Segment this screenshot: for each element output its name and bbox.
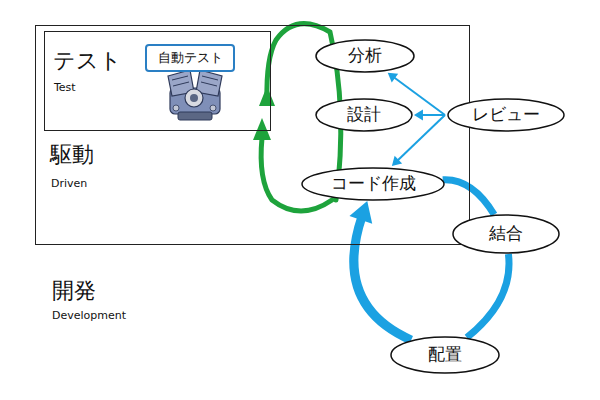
- arrowhead: [392, 156, 402, 166]
- process-ellipse: コード作成: [301, 167, 445, 201]
- process-ellipse: 配置: [390, 336, 500, 374]
- ellipse-shape: [302, 168, 444, 200]
- process-ellipse: 結合: [452, 214, 560, 254]
- connector: [349, 201, 411, 340]
- engine-illustration: [168, 70, 222, 120]
- ellipse-shape: [316, 99, 412, 131]
- group-box: テスト Test 自動テスト: [44, 31, 271, 131]
- arrowhead: [349, 201, 372, 224]
- cycle-arrowhead: [253, 118, 271, 140]
- process-ellipse: 分析: [315, 39, 415, 73]
- ellipse-shape: [453, 215, 559, 253]
- process-ellipse: レビュー: [447, 98, 565, 132]
- tag-box: 自動テスト: [145, 44, 235, 72]
- connector-line: [467, 254, 509, 338]
- node-label: 設計: [347, 105, 381, 125]
- connector-line: [443, 180, 494, 215]
- node-label: 駆動: [50, 142, 94, 167]
- node-label: 分析: [348, 46, 382, 66]
- connector: [443, 180, 494, 215]
- arrowhead: [388, 73, 398, 83]
- node-label: 配置: [428, 345, 462, 365]
- region-box: 駆動 Driven テスト Test 自動テスト 分析設計コード作成: [35, 25, 470, 245]
- node-label: レビュー: [472, 105, 540, 125]
- node-label: 結合: [489, 224, 523, 244]
- arrowhead: [414, 110, 423, 121]
- node-label: 自動テスト: [158, 51, 223, 66]
- ellipse-shape: [448, 99, 564, 131]
- ellipse-shape: [316, 40, 414, 72]
- ellipse-shape: [391, 337, 499, 373]
- node-sublabel: Driven: [51, 178, 87, 191]
- subheading-label: Development: [52, 310, 126, 323]
- connector: [467, 254, 509, 338]
- node-label: テスト: [53, 48, 122, 73]
- node-sublabel: Test: [54, 82, 76, 95]
- connector-line: [354, 216, 411, 340]
- heading-label: 開発: [52, 278, 96, 303]
- connector-line: [421, 114, 445, 116]
- node-label: コード作成: [331, 174, 416, 194]
- process-ellipse: 設計: [315, 98, 413, 132]
- cycle-arrowhead: [259, 86, 275, 106]
